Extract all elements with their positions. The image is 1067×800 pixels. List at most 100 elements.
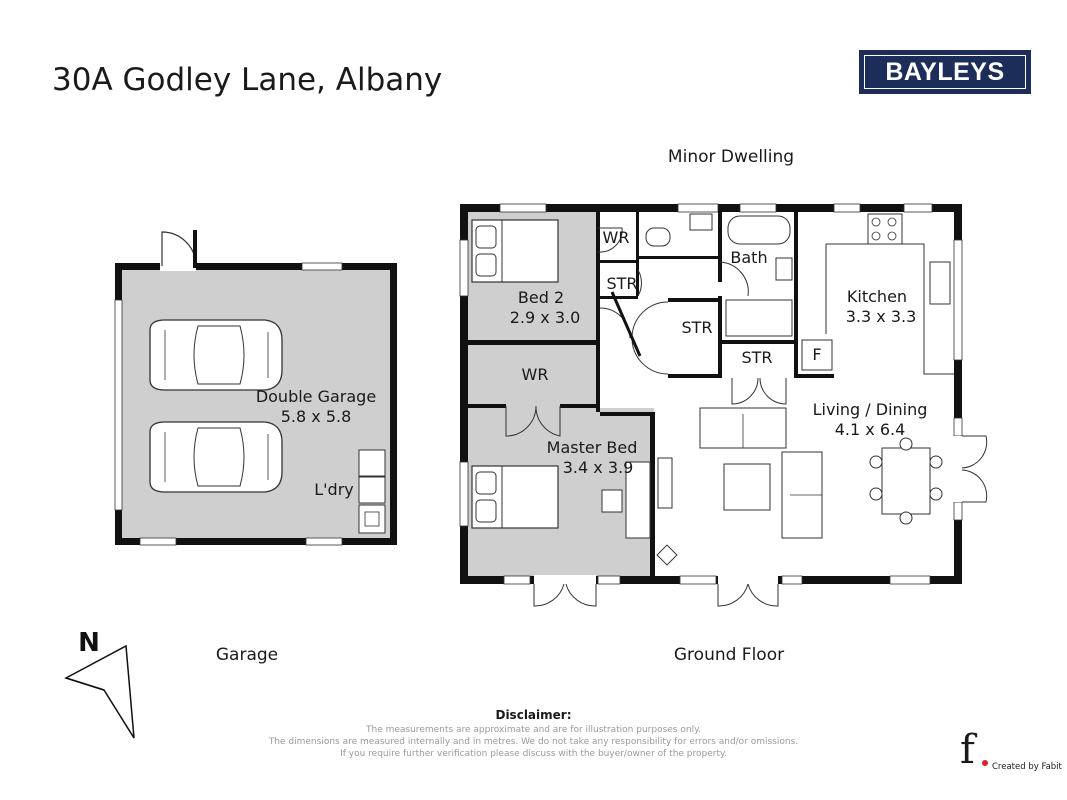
bayleys-logo: BAYLEYS (859, 50, 1031, 94)
door-gap (718, 575, 778, 585)
french-door-gap (953, 436, 963, 502)
ground-floor-section-label: Ground Floor (674, 645, 784, 665)
dryer-icon (358, 476, 386, 504)
ground-floor-plan: Bed 2 2.9 x 3.0 WR STR Bath STR STR Kitc… (459, 203, 988, 607)
disclaimer-title: Disclaimer: (495, 708, 572, 722)
wall (668, 374, 720, 378)
wall (650, 412, 655, 578)
door-swing (961, 469, 988, 503)
desk-icon (625, 461, 651, 539)
living-dining-size: 4.1 x 6.4 (835, 420, 906, 439)
wr-master-floor (466, 342, 600, 408)
wardrobe-door (535, 405, 561, 437)
door-swing (759, 377, 787, 405)
wall (596, 340, 600, 412)
door-swing (565, 583, 597, 607)
master-bed-label: Master Bed (547, 438, 638, 457)
wall (668, 298, 720, 302)
chair-icon (899, 437, 913, 451)
garage-plan: Double Garage 5.8 x 5.8 L'dry (114, 230, 397, 546)
bathtub-icon (727, 215, 791, 245)
garage-wall-bottom (115, 538, 397, 545)
disclaimer-line: If you require further verification plea… (340, 749, 727, 759)
wall (794, 210, 798, 378)
chair-icon (601, 489, 623, 513)
wall (596, 210, 600, 344)
garage-door-post (193, 230, 197, 268)
chair-icon (869, 487, 883, 501)
str-hall-label: STR (681, 318, 712, 337)
door-swing (717, 583, 749, 607)
wall (718, 296, 722, 378)
door-swing (961, 435, 988, 469)
wall (598, 260, 638, 263)
garage-window (139, 537, 177, 546)
door-swing (597, 227, 623, 253)
wall-right (954, 204, 962, 584)
window (499, 203, 547, 213)
wall (560, 404, 600, 408)
chair-icon (929, 487, 943, 501)
door-gap (534, 575, 596, 585)
window (739, 203, 777, 213)
wardrobe-door (505, 405, 537, 437)
door-leaf (610, 291, 642, 357)
window (889, 575, 931, 585)
wall (598, 296, 638, 299)
bed2-label: Bed 2 (518, 288, 564, 307)
bed2-size: 2.9 x 3.0 (510, 308, 581, 327)
logo-text: BAYLEYS (864, 55, 1026, 89)
vanity-icon (775, 257, 793, 281)
wall (796, 374, 834, 378)
sink-icon (929, 261, 951, 305)
credit-text: Created by Fabit (992, 762, 1062, 772)
window (953, 239, 963, 361)
window (679, 575, 717, 585)
coffee-table-icon (723, 463, 771, 511)
window (503, 575, 531, 585)
door-swing (533, 583, 565, 607)
chair-icon (929, 455, 943, 469)
minor-dwelling-label: Minor Dwelling (668, 147, 794, 167)
door-swing (631, 301, 669, 375)
door-swing (719, 261, 749, 297)
garage-window (305, 537, 343, 546)
wall (638, 256, 718, 259)
double-garage-label: Double Garage (256, 387, 376, 406)
car-icon (149, 421, 283, 493)
garage-wall-top (115, 263, 397, 270)
garage-section-label: Garage (216, 645, 278, 665)
wall (600, 412, 654, 416)
fabit-dot (982, 760, 988, 766)
window (781, 575, 803, 585)
disclaimer-line: The dimensions are measured internally a… (268, 737, 799, 747)
page-title: 30A Godley Lane, Albany (52, 62, 443, 98)
wall (466, 404, 506, 408)
str-living-label: STR (741, 348, 772, 367)
kitchen-label: Kitchen (847, 287, 907, 306)
bed-icon (471, 465, 559, 529)
dining-table-icon (881, 447, 931, 515)
basin-icon (689, 213, 713, 231)
garage-door-roller (114, 299, 123, 511)
door-swing (731, 377, 759, 405)
garage-door-gap (160, 262, 196, 271)
window (459, 239, 469, 297)
door-swing (747, 583, 779, 607)
window (903, 203, 933, 213)
window (597, 575, 621, 585)
kitchen-size: 3.3 x 3.3 (846, 307, 917, 326)
window (953, 501, 963, 521)
wall (636, 210, 639, 296)
laundry-label: L'dry (314, 480, 354, 499)
cooktop-icon (867, 213, 903, 245)
bath-label: Bath (730, 248, 767, 267)
north-arrow-icon: N (64, 628, 135, 739)
garage-wall-right (390, 263, 397, 545)
door-swing (637, 269, 642, 297)
double-garage-floor (118, 266, 394, 541)
shower-icon (725, 299, 793, 337)
wr-bed2-label: WR (603, 228, 630, 247)
window (677, 203, 719, 213)
